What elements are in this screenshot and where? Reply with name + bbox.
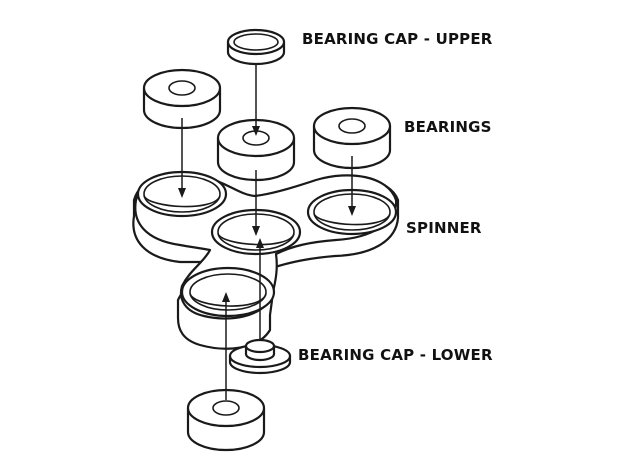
bearing-bottom: [186, 388, 266, 452]
bottom-bearing-seat-inner: [189, 273, 267, 311]
bearing-cap-lower: [228, 338, 292, 375]
bearing-left: [142, 68, 222, 130]
label-bearing-cap-upper: BEARING CAP - UPPER: [302, 30, 493, 48]
bearing-right: [312, 106, 392, 170]
label-bearing-cap-lower: BEARING CAP - LOWER: [298, 346, 493, 364]
bearing-center: [216, 118, 296, 182]
label-bearings: BEARINGS: [404, 118, 492, 136]
spinner-body: [132, 170, 400, 350]
bearing-cap-upper: [226, 28, 286, 66]
assembly-arrows: [178, 64, 356, 400]
label-spinner: SPINNER: [406, 219, 482, 237]
